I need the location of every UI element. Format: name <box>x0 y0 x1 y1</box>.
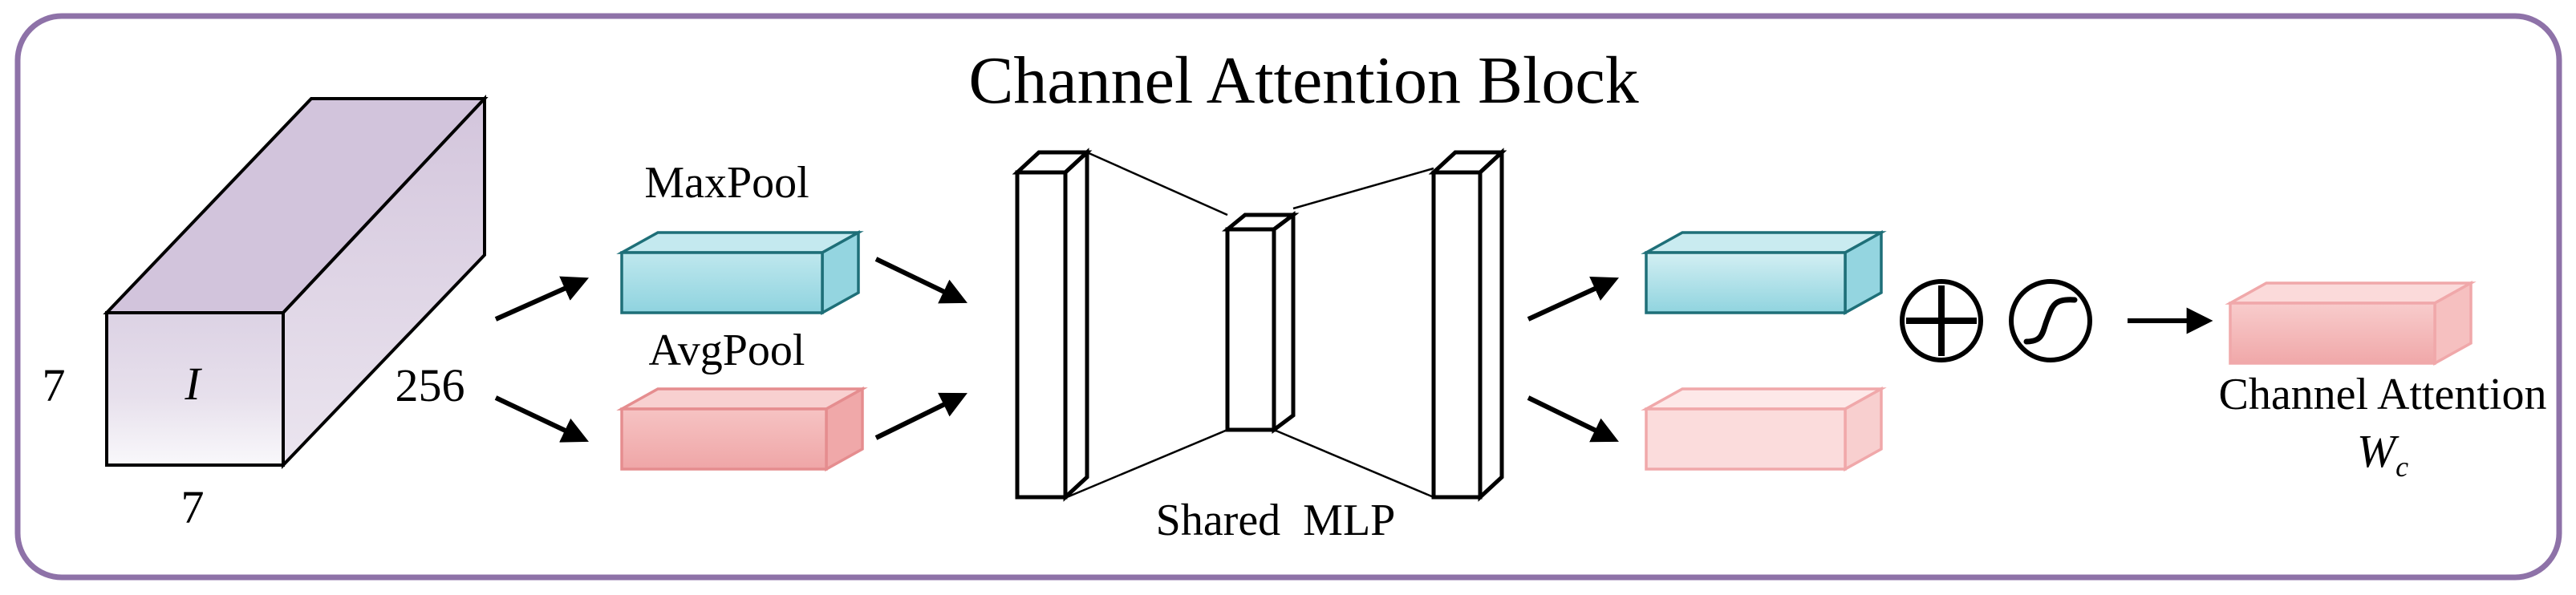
diagram-title: Channel Attention Block <box>968 43 1638 118</box>
input-depth-label: 256 <box>396 359 465 411</box>
arrow-avgpool-to-mlp <box>874 392 968 440</box>
mlp-max-output-vector <box>1641 230 1887 315</box>
input-symbol: I <box>184 358 202 410</box>
avgpool-vector <box>616 387 868 472</box>
channel-attention-symbol: Wc <box>2357 425 2408 483</box>
mlp-input-layer <box>1012 148 1093 502</box>
arrow-mlp-to-avg-output <box>1527 395 1619 443</box>
arrow-to-avgpool <box>494 395 589 443</box>
avgpool-label: AvgPool <box>649 326 805 375</box>
mlp-hidden-layer <box>1221 211 1300 434</box>
maxpool-vector <box>616 230 864 315</box>
shared-mlp-label: Shared MLP <box>1156 496 1396 545</box>
mlp-output-layer <box>1428 148 1507 502</box>
circled-plus-icon <box>1900 279 1983 362</box>
input-width-label: 7 <box>181 481 205 533</box>
sigmoid-icon <box>2009 279 2092 362</box>
arrow-maxpool-to-mlp <box>874 257 968 304</box>
input-feature-cube <box>103 94 489 469</box>
arrow-to-maxpool <box>494 276 590 322</box>
cube-front-face <box>105 311 285 467</box>
symbol-subscript: c <box>2395 451 2408 483</box>
arrow-mlp-to-max-output <box>1527 276 1620 322</box>
mlp-avg-output-vector <box>1641 387 1887 472</box>
maxpool-label: MaxPool <box>644 158 809 208</box>
channel-attention-label: Channel Attention <box>2218 370 2546 419</box>
symbol-base: W <box>2357 425 2400 477</box>
input-height-label: 7 <box>43 359 66 411</box>
shared-mlp <box>1012 148 1507 502</box>
channel-attention-vector <box>2225 281 2477 366</box>
